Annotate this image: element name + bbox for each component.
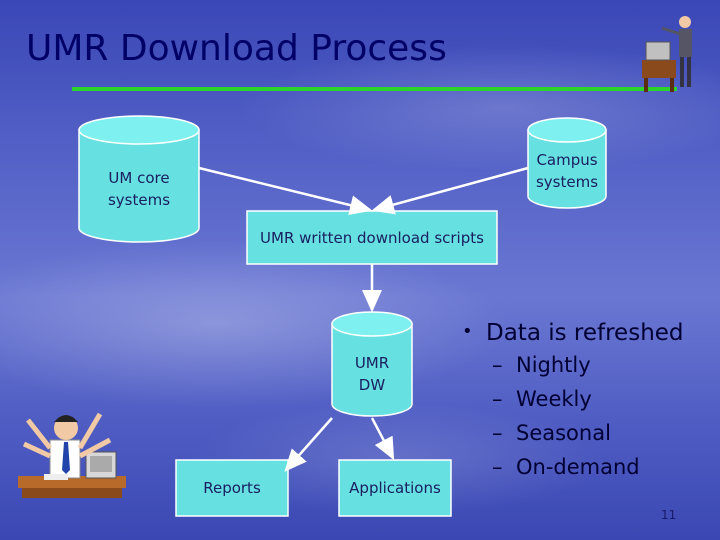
refresh-bullets: • Data is refreshed –Nightly –Weekly –Sea…: [462, 320, 684, 484]
reports-label: Reports: [203, 479, 261, 497]
bullet-main: • Data is refreshed: [462, 320, 684, 346]
arrow-campus-to-scripts: [371, 166, 529, 215]
dw-label: UMR DW: [354, 354, 390, 394]
stressed-worker-clipart: [18, 412, 126, 498]
page-number: 11: [661, 508, 677, 522]
dw-cylinder: [331, 311, 413, 417]
arrow-dw-to-applications: [370, 417, 395, 461]
list-item: –Nightly: [492, 353, 591, 377]
presenter-clipart: [642, 16, 692, 92]
arrow-umcore-to-scripts: [198, 166, 373, 215]
scripts-label: UMR written download scripts: [260, 229, 484, 247]
list-item: –On-demand: [492, 455, 640, 479]
applications-label: Applications: [349, 479, 441, 497]
campus-cylinder: [527, 117, 607, 209]
list-item-text: Nightly: [516, 353, 591, 377]
reports-box: [175, 459, 289, 517]
bullet-dot: •: [462, 321, 473, 342]
refresh-frequency-list: –Nightly –Weekly –Seasonal –On-demand: [492, 348, 684, 484]
list-item-text: Weekly: [516, 387, 592, 411]
title-underline: [72, 87, 677, 91]
um-core-label: UM core systems: [107, 169, 171, 209]
list-item-text: On-demand: [516, 455, 640, 479]
list-item: –Seasonal: [492, 421, 611, 445]
applications-box: [338, 459, 452, 517]
list-item-text: Seasonal: [516, 421, 611, 445]
arrow-dw-to-reports: [284, 417, 333, 472]
um-core-cylinder: [78, 115, 200, 243]
list-item: –Weekly: [492, 387, 592, 411]
campus-label: Campus systems: [535, 151, 599, 191]
bullet-main-text: Data is refreshed: [486, 320, 684, 346]
slide-title: UMR Download Process: [26, 28, 447, 69]
